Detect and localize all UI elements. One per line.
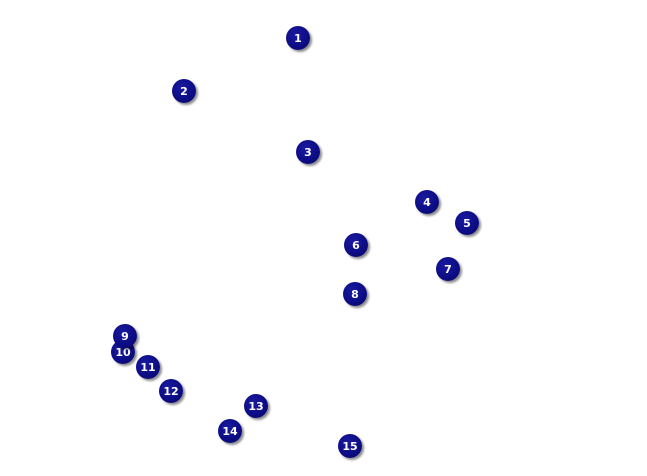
marker-label: 15 [342, 439, 358, 453]
marker-label: 3 [304, 145, 312, 159]
marker-label: 7 [444, 262, 452, 276]
marker-label: 14 [222, 424, 238, 438]
marker-label: 5 [463, 216, 471, 230]
marker-label: 13 [248, 399, 264, 413]
marker-label: 4 [423, 195, 431, 209]
marker-15[interactable]: 15 [338, 434, 362, 458]
marker-8[interactable]: 8 [343, 282, 367, 306]
marker-2[interactable]: 2 [172, 79, 196, 103]
marker-label: 6 [352, 238, 360, 252]
marker-label: 9 [121, 329, 129, 343]
marker-label: 11 [140, 360, 156, 374]
marker-4[interactable]: 4 [415, 190, 439, 214]
marker-11[interactable]: 11 [136, 355, 160, 379]
marker-7[interactable]: 7 [436, 257, 460, 281]
marker-label: 1 [294, 31, 302, 45]
marker-label: 12 [163, 384, 179, 398]
marker-6[interactable]: 6 [344, 233, 368, 257]
marker-label: 2 [180, 84, 188, 98]
marker-label: 10 [115, 345, 131, 359]
marker-9[interactable]: 9 [113, 324, 137, 348]
marker-14[interactable]: 14 [218, 419, 242, 443]
marker-13[interactable]: 13 [244, 394, 268, 418]
marker-12[interactable]: 12 [159, 379, 183, 403]
marker-3[interactable]: 3 [296, 140, 320, 164]
marker-label: 8 [351, 287, 359, 301]
marker-5[interactable]: 5 [455, 211, 479, 235]
marker-1[interactable]: 1 [286, 26, 310, 50]
